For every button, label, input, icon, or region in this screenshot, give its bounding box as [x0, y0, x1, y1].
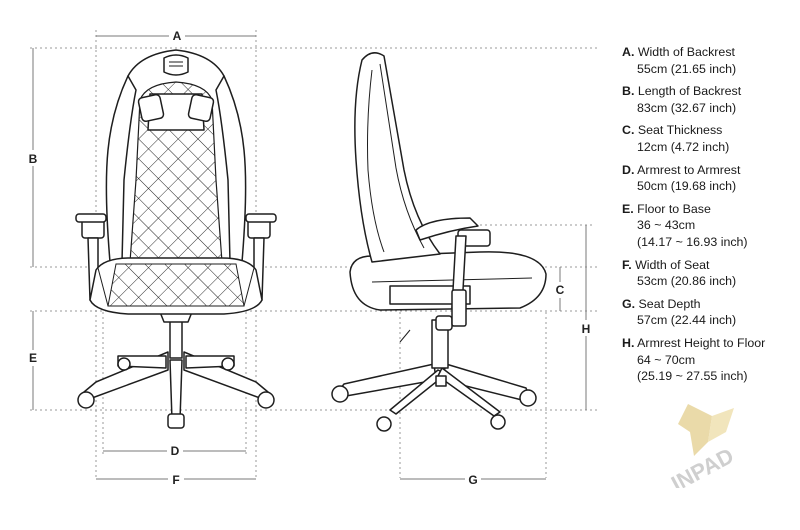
- spec-value: 57cm (22.44 inch): [637, 313, 737, 328]
- spec-heading: A. Width of Backrest: [622, 44, 797, 61]
- spec-value: 83cm (32.67 inch): [637, 100, 737, 115]
- chair-side-view: [331, 52, 547, 432]
- spec-value: 55cm (21.65 inch): [637, 61, 737, 76]
- spec-name: Floor to Base: [637, 201, 711, 216]
- spec-name: Width of Seat: [635, 257, 710, 272]
- label-b: B: [29, 152, 38, 166]
- dimension-labels: A B C D E F G H: [25, 28, 594, 487]
- label-h: H: [582, 322, 591, 336]
- spec-value: 50cm (19.68 inch): [637, 179, 737, 194]
- label-g: G: [468, 473, 477, 487]
- spec-letter: G.: [622, 296, 636, 311]
- spec-letter: C.: [622, 123, 635, 138]
- spec-value: 12cm (4.72 inch): [637, 139, 730, 154]
- spec-heading: C. Seat Thickness: [622, 122, 797, 139]
- spec-value: 53cm (20.86 inch): [637, 274, 737, 289]
- watermark-text: INPAD: [667, 443, 738, 488]
- spec-name: Seat Depth: [638, 296, 701, 311]
- spec-heading: H. Armrest Height to Floor: [622, 335, 797, 352]
- label-f: F: [172, 473, 179, 487]
- inpad-watermark-logo: INPAD: [660, 398, 770, 496]
- spec-letter: A.: [622, 45, 635, 59]
- spec-name: Width of Backrest: [637, 45, 735, 59]
- spec-value: 36 ~ 43cm: [637, 218, 696, 233]
- spec-value: (14.17 ~ 16.93 inch): [637, 234, 748, 249]
- spec-name: Seat Thickness: [637, 123, 723, 138]
- spec-letter: E.: [622, 201, 634, 216]
- spec-name: Armrest Height to Floor: [637, 335, 766, 350]
- spec-name: Length of Backrest: [637, 84, 742, 99]
- label-a: A: [173, 29, 182, 43]
- spec-heading: B. Length of Backrest: [622, 83, 797, 100]
- spec-name: Armrest to Armrest: [637, 162, 741, 177]
- spec-value: (25.19 ~ 27.55 inch): [637, 369, 748, 384]
- spec-heading: G. Seat Depth: [622, 296, 797, 313]
- chair-front-view: [75, 49, 277, 429]
- spec-heading: F. Width of Seat: [622, 257, 797, 274]
- spec-value: 64 ~ 70cm: [637, 352, 696, 367]
- label-d: D: [171, 444, 180, 458]
- spec-heading: E. Floor to Base: [622, 201, 797, 218]
- label-e: E: [29, 351, 37, 365]
- spec-heading: D. Armrest to Armrest: [622, 162, 797, 179]
- spec-letter: D.: [622, 162, 635, 177]
- spec-letter: H.: [622, 335, 635, 350]
- inpad-logo-icon: INPAD: [667, 404, 738, 496]
- label-c: C: [556, 283, 565, 297]
- spec-letter: B.: [622, 84, 635, 99]
- spec-letter: F.: [622, 257, 632, 272]
